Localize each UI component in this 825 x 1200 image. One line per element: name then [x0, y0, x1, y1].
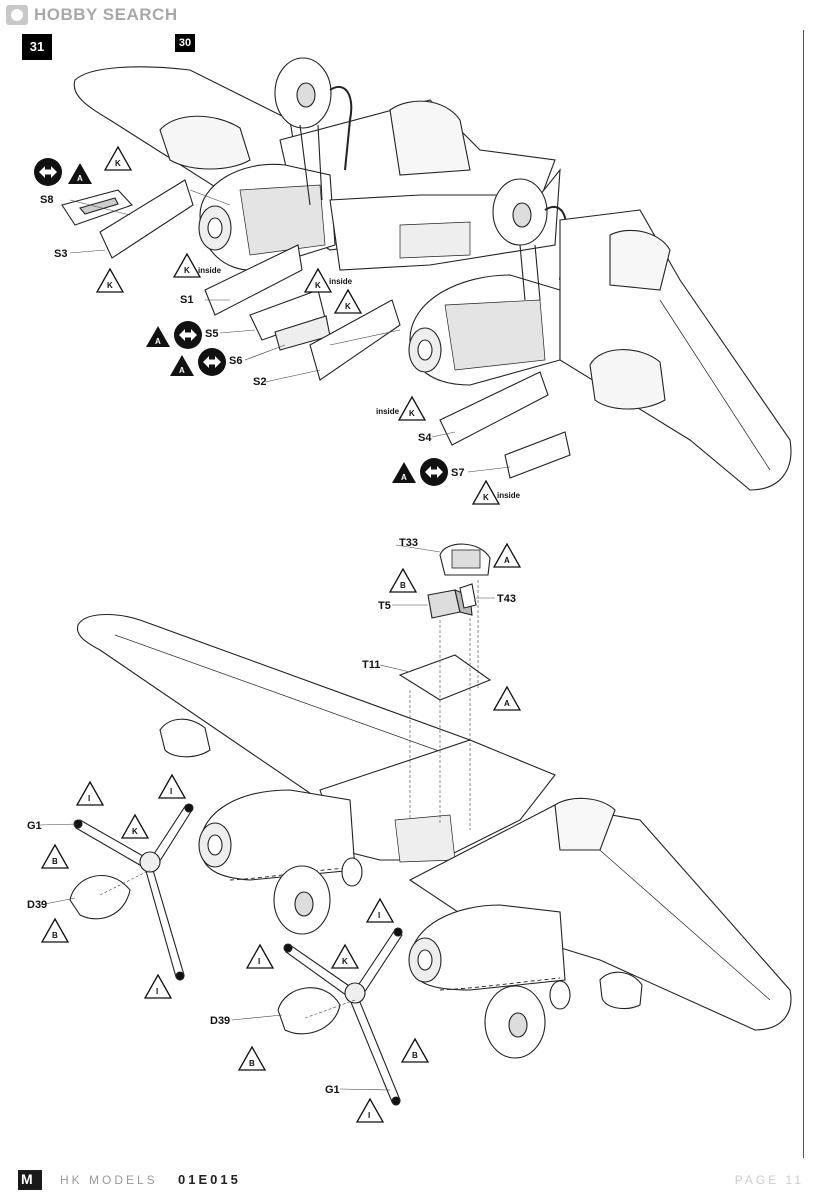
callout-letter: K: [132, 827, 138, 836]
callout-letter: I: [156, 987, 158, 996]
part-s7: [504, 431, 571, 479]
spinner-d39-left: [69, 874, 131, 920]
step-number-30: 30: [175, 34, 195, 52]
part-label-s3: S3: [54, 248, 67, 260]
part-t43: [459, 583, 477, 609]
propeller-right: [283, 927, 403, 1106]
part-label-t43: T43: [497, 593, 516, 605]
brand-text: HOBBY SEARCH: [34, 5, 178, 24]
leader-lines-upper: [69, 189, 511, 473]
callout-letter: A: [155, 337, 161, 346]
callout-note: inside: [198, 266, 222, 275]
callout-letter: K: [315, 281, 321, 290]
callout-letter: I: [88, 794, 90, 803]
callout-note: inside: [329, 277, 353, 286]
callout-letter: B: [412, 1051, 418, 1060]
part-t5: [427, 589, 461, 619]
upper-aircraft: [73, 57, 792, 491]
part-label-s1: S1: [180, 294, 193, 306]
lower-aircraft: [76, 613, 792, 1059]
logo-icon: [6, 5, 28, 25]
callout-letter: I: [258, 957, 260, 966]
callout-letter: B: [400, 581, 406, 590]
part-label-t33: T33: [399, 537, 418, 549]
callout-letter: A: [504, 556, 510, 565]
part-label-t11: T11: [362, 659, 380, 671]
part-s4: [439, 371, 549, 446]
callout-letter: B: [52, 857, 58, 866]
page-footer: HK MODELS 01E015 PAGE 11: [18, 1170, 808, 1192]
part-s3: [99, 179, 194, 259]
cowling-parts: [61, 179, 571, 479]
part-t11: [398, 654, 492, 701]
part-label-g1: G1: [325, 1084, 340, 1096]
part-label-t5: T5: [378, 600, 391, 612]
swap-direction-icon: [174, 321, 202, 349]
callout-letter: K: [115, 159, 121, 168]
propeller-left: [73, 803, 194, 981]
swap-direction-icon: [420, 458, 448, 486]
watermark-bar: HOBBY SEARCH: [0, 0, 825, 30]
callout-letter: K: [409, 409, 415, 418]
hobby-search-logo: HOBBY SEARCH: [6, 5, 178, 25]
swap-direction-icon: [34, 158, 62, 186]
part-label-s2: S2: [253, 376, 266, 388]
callout-letter: K: [345, 302, 351, 311]
leader-lines-lower-labels: [39, 544, 495, 1091]
callout-letter: A: [401, 473, 407, 482]
part-s1: [204, 244, 303, 316]
hk-models-logo-icon: [18, 1170, 42, 1190]
swap-direction-icon: [198, 348, 226, 376]
callout-letter: K: [107, 281, 113, 290]
step-number-31: 31: [22, 34, 52, 60]
part-label-s7: S7: [451, 467, 464, 479]
part-label-s8: S8: [40, 194, 53, 206]
callout-letter: A: [179, 366, 185, 375]
footer-brand: HK MODELS: [60, 1173, 158, 1187]
page-border: [14, 30, 804, 1158]
part-label-s5: S5: [205, 328, 218, 340]
part-label-d39: D39: [210, 1015, 230, 1027]
callout-letter: K: [342, 957, 348, 966]
part-label-g1: G1: [27, 820, 42, 832]
instrument-parts: [398, 543, 492, 701]
part-label-d39: D39: [27, 899, 47, 911]
callout-letter: K: [483, 493, 489, 502]
callout-note: inside: [376, 407, 400, 416]
part-label-s4: S4: [418, 432, 432, 444]
page-number: PAGE 11: [734, 1173, 804, 1187]
callout-letter: A: [77, 174, 83, 183]
callout-letter: B: [249, 1059, 255, 1068]
part-label-s6: S6: [229, 355, 242, 367]
callout-letter: B: [52, 931, 58, 940]
part-s2: [309, 299, 401, 381]
callout-letter: A: [504, 699, 510, 708]
kit-code: 01E015: [178, 1172, 241, 1187]
spinner-d39-right: [277, 987, 341, 1035]
callout-letter: I: [368, 1111, 370, 1120]
callout-letter: K: [184, 266, 190, 275]
leader-lines-lower: [99, 580, 479, 1019]
callout-note: inside: [497, 491, 521, 500]
callout-letter: I: [378, 911, 380, 920]
callout-letter: I: [170, 787, 172, 796]
